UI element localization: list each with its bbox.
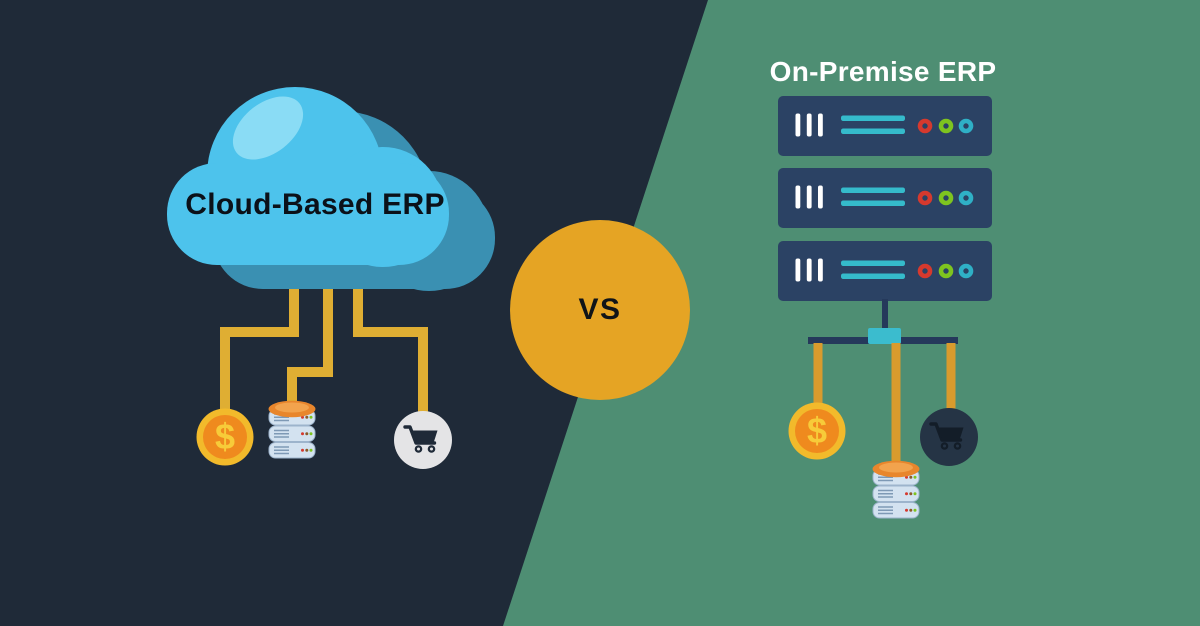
on-premise-erp-title: On-Premise ERP: [769, 56, 997, 87]
vs-label: VS: [578, 293, 622, 326]
server-rack-icon: [778, 241, 992, 301]
dollar-coin-icon: [196, 408, 254, 466]
connector-finance: [813, 343, 823, 405]
connector-database: [287, 240, 333, 406]
server-rack-stack: [778, 96, 992, 301]
cloud-erp-title: Cloud-Based ERP: [185, 188, 445, 221]
shopping-cart-icon: [920, 408, 978, 466]
network-hub-icon: [808, 299, 958, 344]
cloud-highlight: [232, 96, 304, 160]
rack-connector-lines: [813, 343, 956, 465]
server-rack-icon: [778, 96, 992, 156]
database-icon: [873, 461, 920, 518]
connector-ecommerce: [946, 343, 956, 409]
database-icon: [269, 401, 316, 458]
dollar-coin-icon: [788, 402, 846, 460]
vs-badge: [510, 220, 690, 400]
shopping-cart-icon: [394, 411, 452, 469]
connector-database: [891, 343, 901, 465]
server-rack-icon: [778, 168, 992, 228]
cloud-icon: [167, 87, 495, 291]
